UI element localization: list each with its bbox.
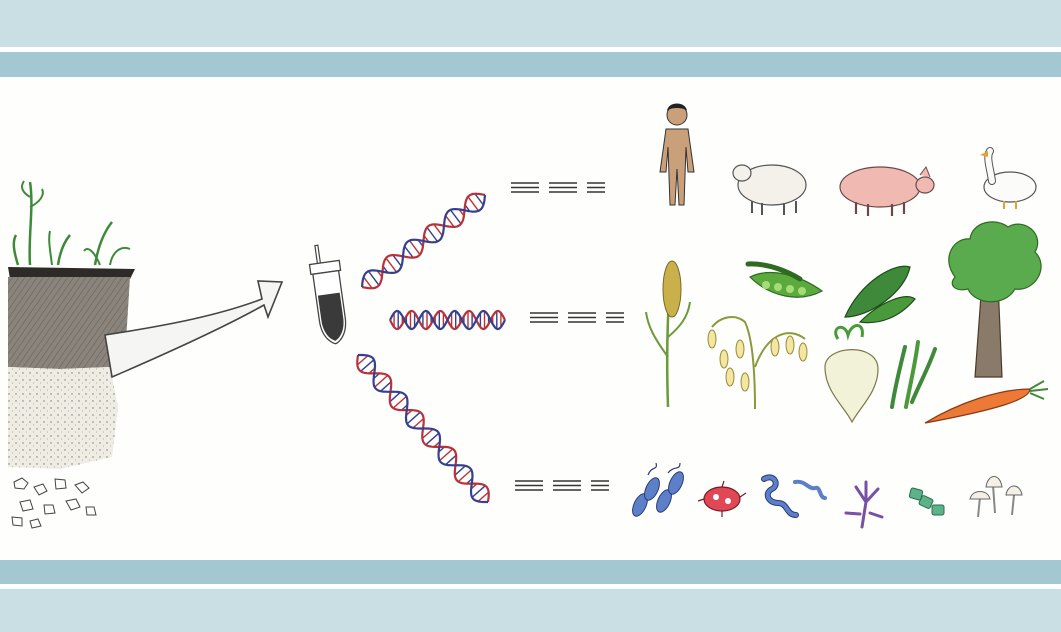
sheep-icon — [733, 165, 806, 215]
carrot-icon — [925, 381, 1048, 423]
mushroom-icon — [970, 477, 1022, 518]
dna-helix-icon — [357, 355, 488, 502]
illustration-svg — [0, 77, 1061, 560]
tree-icon — [949, 222, 1041, 377]
dna-helix-icon — [390, 311, 505, 329]
wheat-icon — [646, 261, 690, 407]
bacteria-chain-icon — [629, 463, 686, 518]
bottom-subfooter-band — [0, 560, 1061, 584]
sequence-match-icon — [515, 481, 609, 490]
filament-icon — [909, 488, 944, 515]
grass-icon — [14, 181, 130, 265]
top-subheader-band — [0, 52, 1061, 77]
sequence-match-icon — [530, 313, 624, 322]
dna-helix-icon — [362, 194, 485, 289]
green-bean-icon — [892, 342, 935, 407]
sequence-match-icon — [511, 183, 605, 192]
pea-pod-icon — [748, 264, 822, 297]
extraction-arrow-icon — [105, 281, 282, 377]
spirochete-icon — [764, 477, 825, 515]
goose-icon — [980, 151, 1036, 209]
turnip-icon — [825, 325, 878, 422]
cucumber-icon — [845, 266, 915, 322]
oat-icon — [708, 317, 807, 409]
top-header-band — [0, 0, 1061, 47]
sample-tube-icon — [307, 243, 351, 346]
bottom-footer-band — [0, 589, 1061, 632]
human-icon — [660, 104, 694, 206]
bacterium-icon — [698, 481, 746, 517]
pig-icon — [840, 167, 934, 216]
illustration-canvas — [0, 77, 1061, 560]
fungal-hyphae-icon — [846, 482, 882, 527]
